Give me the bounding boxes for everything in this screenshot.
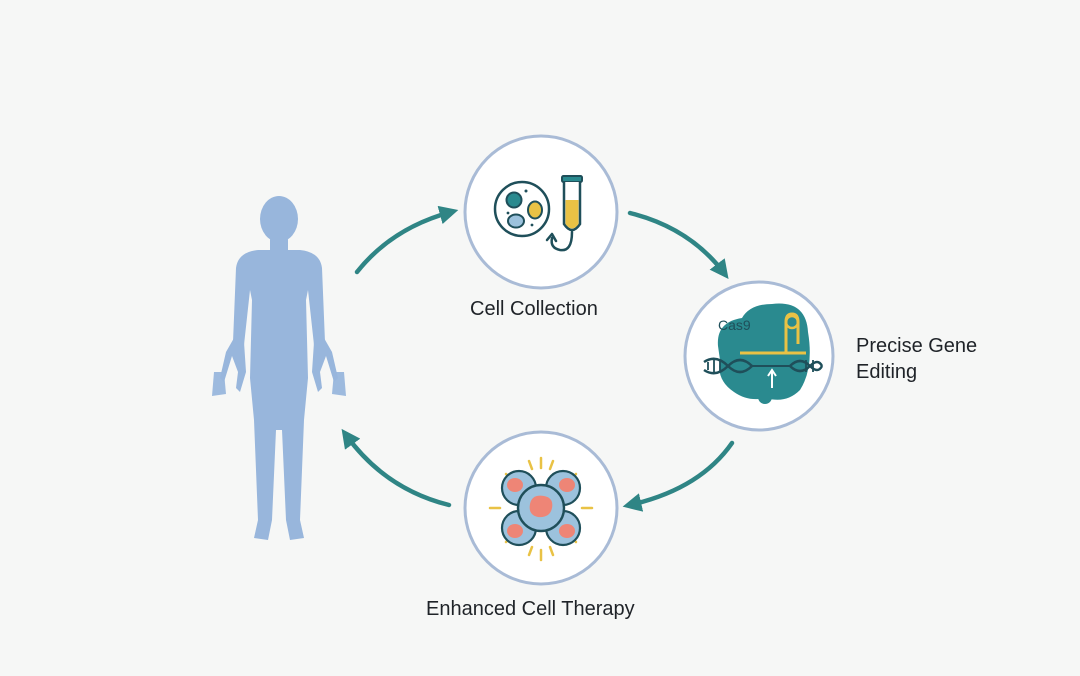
gene-editing-label-line1: Precise Gene xyxy=(856,335,978,357)
cycle-arrow-icon xyxy=(627,210,729,280)
cas9-label: Cas9 xyxy=(718,317,751,333)
gene-editing-label: Precise Gene Editing xyxy=(856,333,977,385)
cell-therapy-node xyxy=(463,430,619,586)
gene-editing-node: Cas9 xyxy=(683,280,835,432)
glowing-cell-cluster-icon xyxy=(488,456,594,562)
cycle-arrow-icon xyxy=(341,428,452,508)
cycle-arrow-icon xyxy=(622,440,735,512)
cycle-arrow-icon xyxy=(354,205,459,275)
gene-editing-label-line2: Editing xyxy=(856,361,918,383)
cas9-dna-editing-icon: Cas9 xyxy=(703,303,824,404)
cell-collection-node xyxy=(463,134,619,290)
blood-cells-and-test-tube-icon xyxy=(493,175,583,252)
human-figure-icon xyxy=(212,196,346,540)
cell-therapy-label: Enhanced Cell Therapy xyxy=(426,598,635,620)
cell-collection-label: Cell Collection xyxy=(470,298,598,320)
